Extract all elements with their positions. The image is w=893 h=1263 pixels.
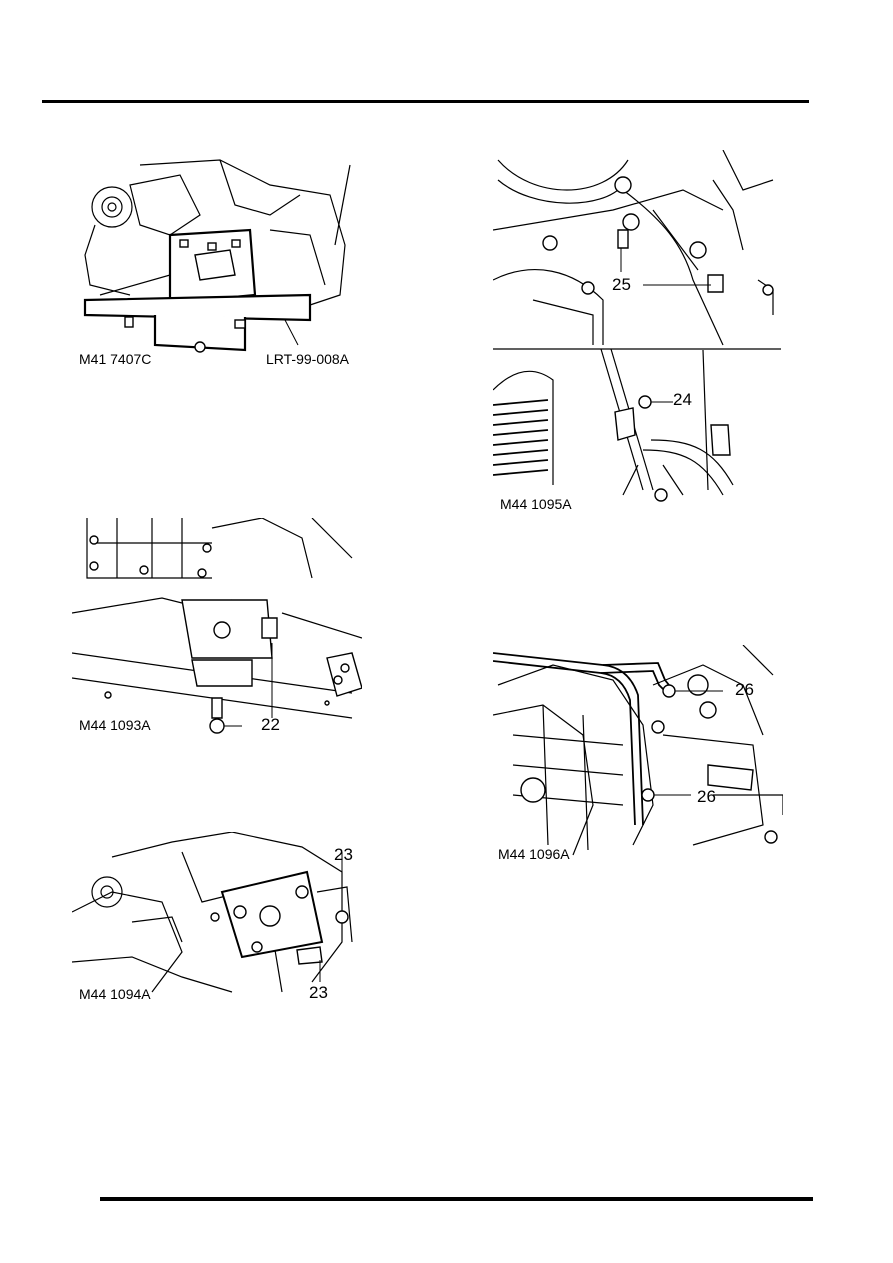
callout-25: 25 — [612, 275, 631, 294]
figure-m44-1093a: M44 1093A 22 — [72, 518, 362, 740]
callout-23-top: 23 — [334, 845, 353, 864]
footer-rule — [100, 1197, 813, 1201]
figure-caption: M44 1095A — [500, 496, 572, 512]
callout-22: 22 — [261, 715, 280, 734]
callout-26-top: 26 — [735, 680, 754, 699]
transmission-mount-illustration — [72, 832, 353, 993]
mounting-bracket-illustration — [72, 518, 362, 734]
figure-caption: M44 1093A — [79, 717, 151, 733]
header-rule — [42, 100, 809, 103]
callout-26-bottom: 26 — [697, 787, 716, 806]
figure-m44-1094a: 23 M44 1094A 23 — [72, 832, 364, 1002]
figure-caption: M44 1094A — [79, 986, 151, 1002]
gearbox-support-tool-illustration — [83, 159, 351, 353]
figure-m44-1095a: 25 24 M44 1095A — [493, 150, 781, 512]
tool-callout-label: LRT-99-008A — [266, 351, 350, 367]
gearbox-pipe-routing-illustration — [493, 645, 783, 856]
callout-24: 24 — [673, 390, 692, 409]
figure-m41-7407c: M41 7407C LRT-99-008A — [70, 155, 362, 370]
figure-caption: M44 1096A — [498, 846, 570, 862]
pipe-clip-illustration — [493, 150, 781, 502]
figure-caption: M41 7407C — [79, 351, 152, 367]
figure-m44-1096a: 26 26 M44 1096A — [493, 645, 783, 865]
callout-23-bottom: 23 — [309, 983, 328, 1002]
